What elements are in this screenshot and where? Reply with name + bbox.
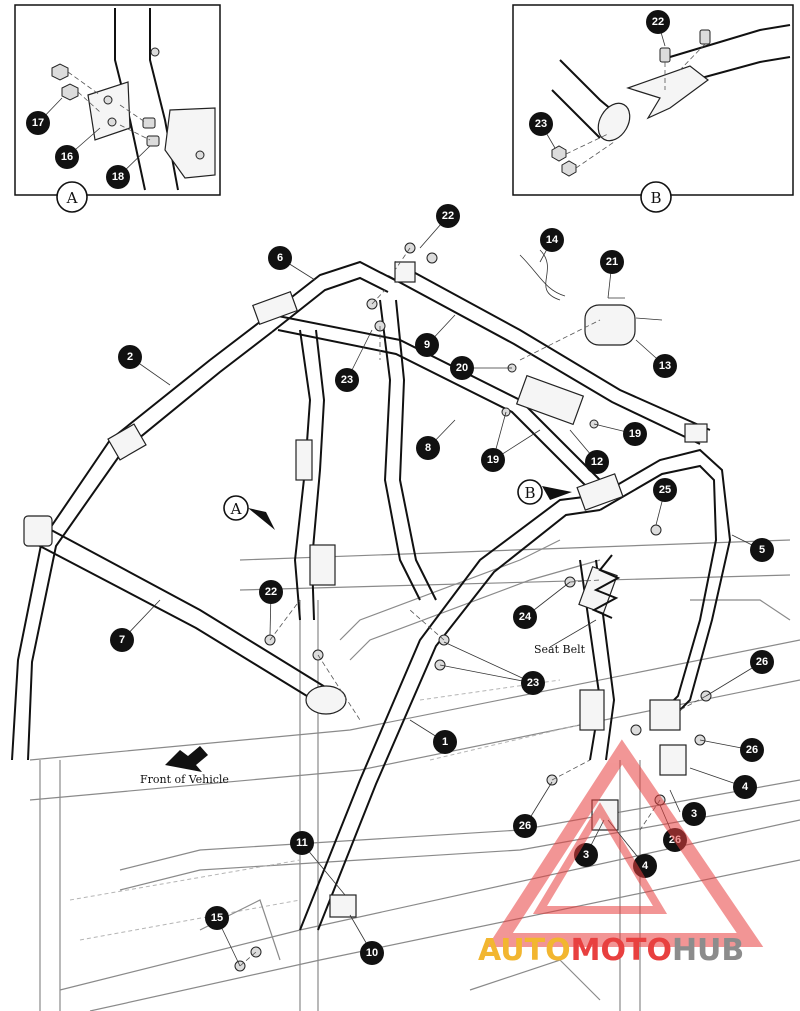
callout-24: 24: [513, 605, 537, 629]
watermark-text: AUTOMOTOHUB: [478, 933, 744, 968]
svg-text:3: 3: [583, 849, 589, 861]
callout-19: 19: [623, 422, 647, 446]
svg-text:4: 4: [742, 781, 749, 793]
callout-23: 23: [521, 671, 545, 695]
callout-26: 26: [750, 650, 774, 674]
front-of-vehicle-label: Front of Vehicle: [140, 773, 229, 786]
callout-2: 2: [118, 345, 142, 369]
svg-text:9: 9: [424, 339, 430, 351]
assembly-lines: [239, 247, 707, 967]
callout-7: 7: [110, 628, 134, 652]
svg-text:4: 4: [642, 860, 649, 872]
callout-20: 20: [450, 356, 474, 380]
callout-8: 8: [416, 436, 440, 460]
callout-23: 23: [335, 368, 359, 392]
svg-text:20: 20: [456, 362, 468, 374]
svg-text:5: 5: [759, 544, 765, 556]
callout-17: 17: [26, 111, 50, 135]
svg-text:A: A: [66, 189, 78, 207]
detail-tag-b: B: [640, 181, 672, 213]
roll-cage-tubes: [11, 260, 732, 931]
svg-text:23: 23: [341, 374, 353, 386]
svg-text:13: 13: [659, 360, 671, 372]
callout-9: 9: [415, 333, 439, 357]
svg-text:10: 10: [366, 947, 378, 959]
callout-4: 4: [733, 775, 757, 799]
callout-23: 23: [529, 112, 553, 136]
callout-11: 11: [290, 831, 314, 855]
callout-22: 22: [646, 10, 670, 34]
svg-text:B: B: [650, 189, 661, 207]
callout-leaders: [121, 215, 763, 967]
callout-16: 16: [55, 145, 79, 169]
callout-15: 15: [205, 906, 229, 930]
callout-26: 26: [513, 814, 537, 838]
callout-13: 13: [653, 354, 677, 378]
svg-text:26: 26: [519, 820, 531, 832]
callout-26: 26: [740, 738, 764, 762]
svg-text:14: 14: [546, 234, 559, 246]
callout-18: 18: [106, 165, 130, 189]
pointer-a: A: [223, 495, 275, 530]
svg-text:6: 6: [277, 252, 283, 264]
callout-25: 25: [653, 478, 677, 502]
svg-text:7: 7: [119, 634, 125, 646]
callout-14: 14: [540, 228, 564, 252]
svg-text:12: 12: [591, 456, 603, 468]
svg-text:23: 23: [535, 118, 547, 130]
svg-text:22: 22: [442, 210, 454, 222]
callout-22: 22: [436, 204, 460, 228]
svg-text:25: 25: [659, 484, 671, 496]
callout-1: 1: [433, 730, 457, 754]
svg-text:1: 1: [442, 736, 448, 748]
svg-text:B: B: [524, 484, 535, 502]
callout-6: 6: [268, 246, 292, 270]
svg-text:19: 19: [487, 454, 499, 466]
callout-10: 10: [360, 941, 384, 965]
svg-text:21: 21: [606, 256, 618, 268]
svg-text:22: 22: [652, 16, 664, 28]
svg-text:15: 15: [211, 912, 223, 924]
watermark-logo: [487, 739, 764, 947]
svg-text:8: 8: [425, 442, 431, 454]
svg-text:11: 11: [296, 837, 308, 849]
svg-text:A: A: [230, 500, 242, 518]
callout-22: 22: [259, 580, 283, 604]
svg-text:16: 16: [61, 151, 73, 163]
pointer-b: B: [517, 479, 572, 505]
svg-text:23: 23: [527, 677, 539, 689]
svg-text:17: 17: [32, 117, 44, 129]
callout-3: 3: [682, 802, 706, 826]
svg-text:18: 18: [112, 171, 124, 183]
detail-view-b: [512, 4, 794, 196]
callout-12: 12: [585, 450, 609, 474]
seat-belt-label: Seat Belt: [534, 643, 586, 656]
svg-text:2: 2: [127, 351, 133, 363]
callout-5: 5: [750, 538, 774, 562]
front-of-vehicle-arrow-icon: [165, 746, 208, 772]
callout-21: 21: [600, 250, 624, 274]
svg-text:24: 24: [519, 611, 532, 623]
detail-view-a: [14, 4, 221, 196]
svg-text:22: 22: [265, 586, 277, 598]
callout-19: 19: [481, 448, 505, 472]
svg-text:26: 26: [746, 744, 758, 756]
detail-tag-a: A: [56, 181, 88, 213]
svg-text:19: 19: [629, 428, 641, 440]
chassis-frame: [29, 539, 800, 1011]
svg-text:3: 3: [691, 808, 697, 820]
svg-text:26: 26: [756, 656, 768, 668]
